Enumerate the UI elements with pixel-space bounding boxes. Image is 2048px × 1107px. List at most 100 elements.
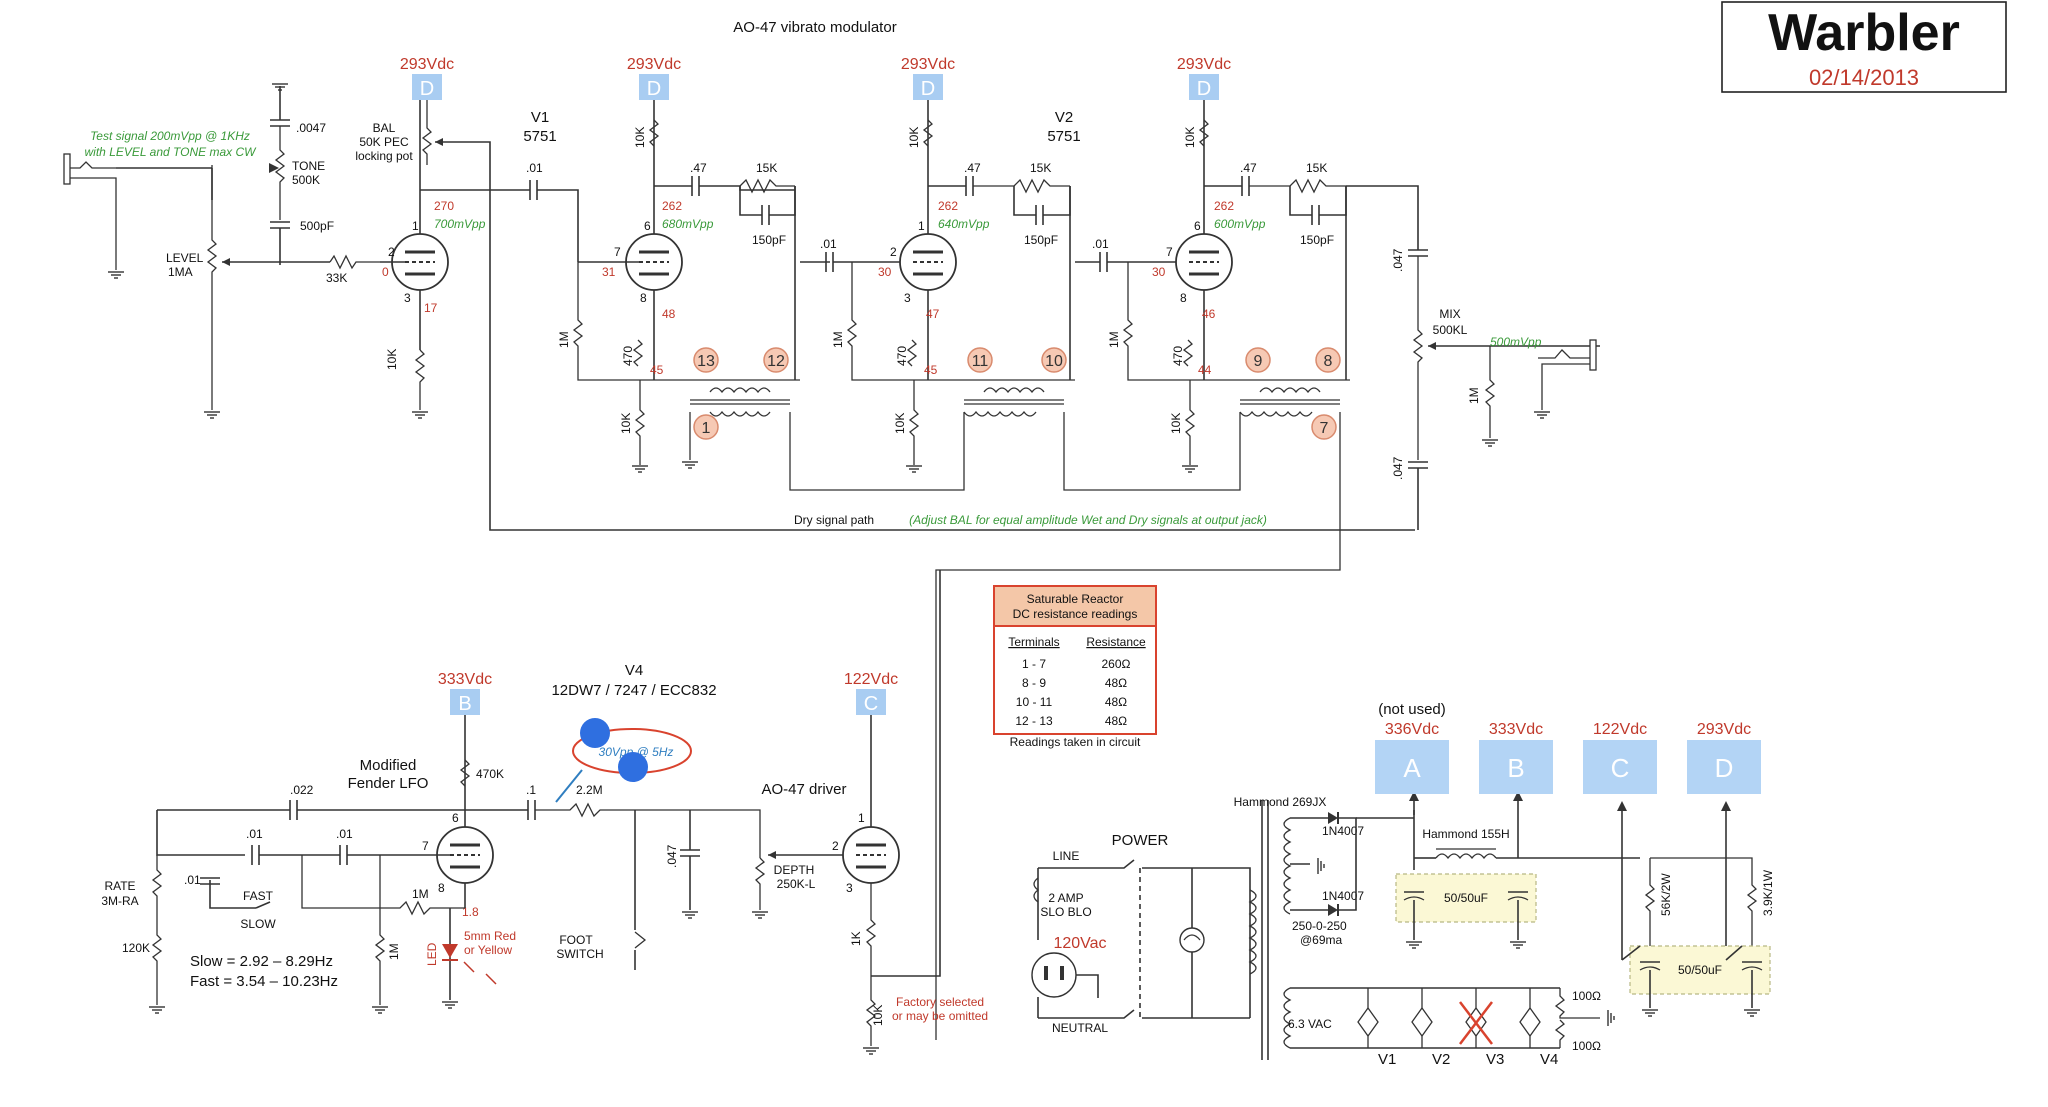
drag-handle-end[interactable] — [618, 752, 648, 782]
lfo-c01a: .01 — [246, 827, 263, 841]
supply-badge-d3: 293Vdc D — [901, 56, 955, 100]
heater-winding — [1283, 987, 1292, 1049]
rail-voltage: 333Vdc — [1489, 721, 1543, 738]
heater-v1 — [1357, 988, 1379, 1048]
tone-value: 500K — [292, 173, 320, 187]
driver-title: AO-47 driver — [761, 781, 846, 798]
v4-label: V4 — [625, 662, 643, 679]
heater-label-v1: V1 — [1378, 1051, 1396, 1068]
s3-r1m: 1M — [831, 331, 845, 348]
lfo-title2: Fender LFO — [348, 775, 429, 792]
table-cell: 48Ω — [1105, 695, 1127, 709]
s4-c47: .47 — [1240, 161, 1257, 175]
s4-node-voltage: 44 — [1198, 363, 1212, 377]
v2b-plate-voltage: 262 — [1214, 199, 1234, 213]
choke-label: Hammond 155H — [1422, 827, 1509, 841]
table-header-resistance: Resistance — [1086, 635, 1146, 649]
brand-name: Warbler — [1768, 4, 1960, 62]
reactor-terminal-1: 1 — [693, 414, 719, 440]
v1b-plate-voltage: 262 — [662, 199, 682, 213]
bal-pot — [421, 100, 433, 165]
heater-label-v4: V4 — [1540, 1051, 1558, 1068]
lfo-c022: .022 — [290, 783, 314, 797]
foot-label2: SWITCH — [556, 947, 603, 961]
pilot-lamp-icon — [1179, 927, 1205, 953]
v4a-pin7: 7 — [422, 839, 429, 853]
diagram-title: AO-47 vibrato modulator — [733, 19, 896, 36]
neutral-label: NEUTRAL — [1052, 1021, 1108, 1035]
lfo-title1: Modified — [360, 757, 417, 774]
bal-line3: locking pot — [355, 149, 413, 163]
badge-voltage: 122Vdc — [844, 671, 898, 688]
heater-label-v2: V2 — [1432, 1051, 1450, 1068]
cc3: .01 — [1092, 237, 1109, 251]
led-note1: 5mm Red — [464, 929, 516, 943]
cc2: .01 — [820, 237, 837, 251]
rail-letter: A — [1403, 753, 1421, 783]
heater-v3 — [1459, 988, 1493, 1048]
v1b-pin7: 7 — [614, 245, 621, 259]
v4a-pin8: 8 — [438, 881, 445, 895]
drag-handle-start[interactable] — [580, 718, 610, 748]
tube-v2a — [899, 233, 957, 291]
v1a-pin2: 2 — [388, 245, 395, 259]
s2-r10k-cathode: 10K — [619, 413, 633, 434]
svg-text:10: 10 — [1045, 353, 1063, 370]
input-jack — [63, 153, 125, 279]
depth-label: DEPTH — [774, 863, 815, 877]
v1b-pin8: 8 — [640, 291, 647, 305]
v1a-cathode-resistor — [414, 349, 426, 410]
s2-node-voltage: 45 — [650, 363, 664, 377]
cap-500pf: 500pF — [300, 219, 334, 233]
table-cell: 12 - 13 — [1015, 714, 1053, 728]
fast-range: Fast = 3.54 – 10.23Hz — [190, 973, 338, 990]
lfo-r470k: 470K — [476, 767, 504, 781]
v2b-grid-voltage: 30 — [1152, 265, 1166, 279]
hv-spec2: @69ma — [1300, 933, 1343, 947]
s4-r470: 470 — [1171, 346, 1185, 366]
table-cell: 10 - 11 — [1016, 695, 1053, 709]
lfo-c01b: .01 — [336, 827, 353, 841]
heater-v2 — [1411, 988, 1433, 1048]
output-signal: 500mVpp — [1490, 335, 1542, 349]
badge-voltage: 293Vdc — [400, 56, 454, 73]
s4-r1m: 1M — [1107, 331, 1121, 348]
primary-winding — [1248, 889, 1257, 975]
supply-badge-d1: 293Vdc D — [400, 56, 454, 100]
v2a-signal: 640mVpp — [938, 217, 990, 231]
rail-voltage: 122Vdc — [1593, 721, 1647, 738]
diode1: 1N4007 — [1322, 824, 1364, 838]
s4-c150pf: 150pF — [1300, 233, 1334, 247]
brand-box: Warbler 02/14/2013 — [1721, 1, 2007, 93]
table-header-terminals: Terminals — [1008, 635, 1059, 649]
level-pot — [206, 165, 218, 410]
r10k: 10K — [385, 349, 399, 370]
transformer-label: Hammond 269JX — [1234, 795, 1327, 809]
reactor-table: Saturable Reactor DC resistance readings… — [993, 585, 1157, 735]
badge-letter: D — [647, 78, 661, 100]
test-signal-line1: Test signal 200mVpp @ 1KHz — [90, 129, 250, 143]
depth-pot — [754, 857, 766, 910]
lfo-r22m: 2.2M — [576, 783, 603, 797]
rail-badge-b: 333Vdc B — [1479, 721, 1553, 794]
v2-type: 5751 — [1047, 128, 1080, 145]
rail-letter: C — [1611, 753, 1630, 783]
dry-path-label: Dry signal path — [794, 513, 874, 527]
badge-voltage: 293Vdc — [901, 56, 955, 73]
v2a-grid-voltage: 30 — [878, 265, 892, 279]
v1a-pin1: 1 — [412, 219, 419, 233]
table-cell: 48Ω — [1105, 676, 1127, 690]
r39k: 3.9K/1W — [1761, 869, 1775, 916]
r56k: 56K/2W — [1659, 873, 1673, 916]
heater-label: 6.3 VAC — [1288, 1017, 1332, 1031]
rail-badge-c: 122Vdc C — [1583, 721, 1657, 794]
supply-badge-c: 122Vdc C — [844, 671, 898, 715]
s2-r470: 470 — [621, 346, 635, 366]
lfo-c01c: .01 — [184, 873, 201, 887]
rail-letter: D — [1715, 753, 1734, 783]
reactor-terminal-9: 9 — [1245, 347, 1271, 373]
v1a-cathode-voltage: 17 — [424, 301, 438, 315]
cap-a-label: 50/50uF — [1444, 891, 1488, 905]
fuse-icon — [1033, 877, 1040, 903]
